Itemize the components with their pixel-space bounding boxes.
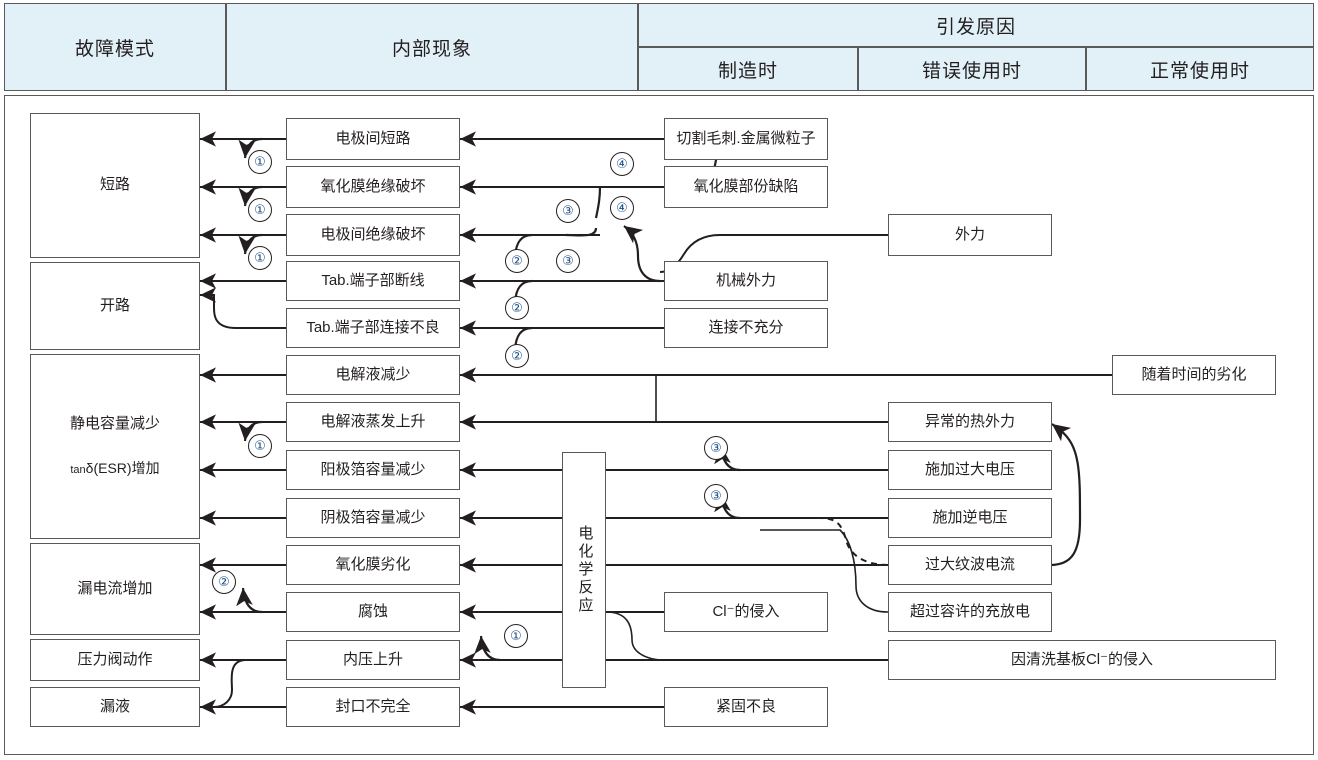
phenomenon-tab-terminal-bad-connection[interactable]: Tab.端子部连接不良 [286, 308, 460, 348]
phenomenon-tab-terminal-break[interactable]: Tab.端子部断线 [286, 261, 460, 301]
marker-2d: ② [212, 570, 236, 594]
cause-mechanical-external-force[interactable]: 机械外力 [664, 261, 828, 301]
failure-mode-open-circuit[interactable]: 开路 [30, 262, 200, 350]
phenomenon-electrolyte-evaporation[interactable]: 电解液蒸发上升 [286, 402, 460, 442]
phenomenon-internal-pressure-rise[interactable]: 内压上升 [286, 640, 460, 680]
phenomenon-inter-electrode-insulation-break-label: 电极间绝缘破坏 [320, 225, 426, 243]
cause-mechanical-external-force-label: 机械外力 [715, 271, 776, 289]
cause-poor-fastening-label: 紧固不良 [715, 697, 776, 715]
cause-oxide-film-partial-defect[interactable]: 氧化膜部份缺陷 [664, 166, 828, 208]
failure-mode-liquid-leak[interactable]: 漏液 [30, 687, 200, 727]
header-internal-phenomena: 内部现象 [226, 3, 638, 91]
header-failure-mode-label: 故障模式 [74, 38, 155, 60]
diagram-body-frame [4, 95, 1314, 755]
cause-cl-intrusion-from-pcb-cleaning-label: 因清洗基板Cl⁻的侵入 [1010, 650, 1154, 668]
failure-mode-short-circuit-label: 短路 [99, 176, 130, 194]
phenomenon-oxide-film-insulation-break-label: 氧化膜绝缘破坏 [320, 177, 426, 195]
cause-excessive-ripple-current-label: 过大纹波电流 [924, 555, 1015, 573]
phenomenon-oxide-film-degradation[interactable]: 氧化膜劣化 [286, 545, 460, 585]
cause-abnormal-thermal-external-force[interactable]: 异常的热外力 [888, 402, 1052, 442]
cause-external-force[interactable]: 外力 [888, 214, 1052, 256]
marker-1e: ① [504, 624, 528, 648]
phenomenon-electrolyte-decrease-label: 电解液减少 [335, 365, 411, 383]
phenomenon-incomplete-sealing[interactable]: 封口不完全 [286, 687, 460, 727]
marker-1a: ① [248, 150, 272, 174]
header-trigger-cause-label: 引发原因 [935, 16, 1016, 38]
failure-mode-capacitance-drop[interactable]: 静电容量减少 tanδ(ESR)增加 [30, 354, 200, 539]
marker-1c: ① [248, 246, 272, 270]
cause-abnormal-thermal-external-force-label: 异常的热外力 [924, 412, 1015, 430]
failure-mode-tan-delta-esr-label: tanδ(ESR)增加 [70, 460, 160, 476]
phenomenon-cathode-foil-capacitance-drop-label: 阴极箔容量减少 [320, 508, 426, 526]
phenomenon-inter-electrode-insulation-break[interactable]: 电极间绝缘破坏 [286, 214, 460, 256]
marker-2a: ② [505, 249, 529, 273]
cause-insufficient-connection-label: 连接不充分 [708, 318, 784, 336]
phenomenon-electrolyte-evaporation-label: 电解液蒸发上升 [320, 412, 426, 430]
marker-1b: ① [248, 198, 272, 222]
cause-over-allowed-charge-discharge-label: 超过容许的充放电 [909, 602, 1030, 620]
cause-excessive-voltage-applied-label: 施加过大电压 [924, 460, 1015, 478]
cause-oxide-film-partial-defect-label: 氧化膜部份缺陷 [693, 177, 799, 195]
phenomenon-corrosion-label: 腐蚀 [357, 602, 388, 620]
cause-excessive-voltage-applied[interactable]: 施加过大电压 [888, 450, 1052, 490]
failure-mode-open-circuit-label: 开路 [99, 296, 130, 314]
failure-mode-pressure-valve[interactable]: 压力阀动作 [30, 639, 200, 681]
cause-cutting-burr-metal-particles-label: 切割毛刺.金属微粒子 [676, 129, 816, 147]
header-at-normal-use-label: 正常使用时 [1149, 60, 1250, 82]
failure-mode-liquid-leak-label: 漏液 [99, 697, 130, 715]
cause-external-force-label: 外力 [954, 225, 985, 243]
phenomenon-inter-electrode-short-label: 电极间短路 [335, 129, 411, 147]
header-at-misuse-label: 错误使用时 [921, 60, 1022, 82]
cause-degradation-over-time[interactable]: 随着时间的劣化 [1112, 355, 1276, 395]
cause-cl-ion-intrusion-label: Cl⁻的侵入 [712, 602, 780, 620]
electrochemical-reaction-label: 电化学反应 [576, 525, 594, 615]
failure-mode-capacitance-drop-label: 静电容量减少 [69, 415, 160, 433]
phenomenon-oxide-film-degradation-label: 氧化膜劣化 [335, 555, 411, 573]
phenomenon-incomplete-sealing-label: 封口不完全 [335, 697, 411, 715]
marker-1d: ① [248, 434, 272, 458]
cause-poor-fastening[interactable]: 紧固不良 [664, 687, 828, 727]
marker-2b: ② [505, 296, 529, 320]
failure-mode-leakage-current[interactable]: 漏电流增加 [30, 543, 200, 635]
electrochemical-reaction-box[interactable]: 电化学反应 [562, 452, 606, 688]
phenomenon-oxide-film-insulation-break[interactable]: 氧化膜绝缘破坏 [286, 166, 460, 208]
cause-excessive-ripple-current[interactable]: 过大纹波电流 [888, 545, 1052, 585]
failure-mode-short-circuit[interactable]: 短路 [30, 113, 200, 258]
header-at-misuse: 错误使用时 [858, 47, 1086, 91]
phenomenon-corrosion[interactable]: 腐蚀 [286, 592, 460, 632]
header-internal-phenomena-label: 内部现象 [391, 38, 472, 60]
header-trigger-cause: 引发原因 [638, 3, 1314, 47]
cause-reverse-voltage-applied[interactable]: 施加逆电压 [888, 498, 1052, 538]
marker-2c: ② [505, 344, 529, 368]
header-at-normal-use: 正常使用时 [1086, 47, 1314, 91]
marker-4b: ④ [610, 196, 634, 220]
phenomenon-electrolyte-decrease[interactable]: 电解液减少 [286, 355, 460, 395]
marker-3b: ③ [556, 249, 580, 273]
phenomenon-anode-foil-capacitance-drop[interactable]: 阳极箔容量减少 [286, 450, 460, 490]
failure-mode-pressure-valve-label: 压力阀动作 [77, 650, 153, 668]
cause-cl-intrusion-from-pcb-cleaning[interactable]: 因清洗基板Cl⁻的侵入 [888, 640, 1276, 680]
cause-insufficient-connection[interactable]: 连接不充分 [664, 308, 828, 348]
marker-3d: ③ [704, 484, 728, 508]
marker-4a: ④ [610, 152, 634, 176]
marker-3c: ③ [704, 436, 728, 460]
cause-reverse-voltage-applied-label: 施加逆电压 [932, 508, 1008, 526]
phenomenon-cathode-foil-capacitance-drop[interactable]: 阴极箔容量减少 [286, 498, 460, 538]
phenomenon-inter-electrode-short[interactable]: 电极间短路 [286, 118, 460, 160]
failure-mode-leakage-current-label: 漏电流增加 [77, 579, 153, 597]
cause-cl-ion-intrusion[interactable]: Cl⁻的侵入 [664, 592, 828, 632]
cause-over-allowed-charge-discharge[interactable]: 超过容许的充放电 [888, 592, 1052, 632]
cause-degradation-over-time-label: 随着时间的劣化 [1141, 365, 1247, 383]
header-failure-mode: 故障模式 [4, 3, 226, 91]
phenomenon-internal-pressure-rise-label: 内压上升 [342, 650, 403, 668]
phenomenon-tab-terminal-break-label: Tab.端子部断线 [321, 271, 425, 289]
marker-3a: ③ [556, 199, 580, 223]
cause-cutting-burr-metal-particles[interactable]: 切割毛刺.金属微粒子 [664, 118, 828, 160]
phenomenon-tab-terminal-bad-connection-label: Tab.端子部连接不良 [306, 318, 440, 336]
phenomenon-anode-foil-capacitance-drop-label: 阳极箔容量减少 [320, 460, 426, 478]
header-at-manufacture: 制造时 [638, 47, 858, 91]
header-at-manufacture-label: 制造时 [717, 60, 778, 82]
